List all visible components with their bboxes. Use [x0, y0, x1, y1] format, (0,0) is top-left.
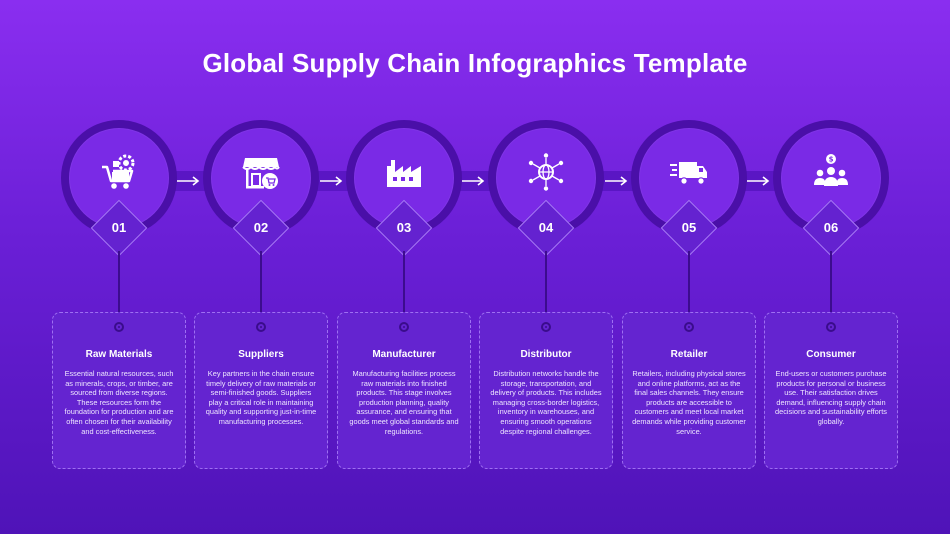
step-manufacturer: 03 [346, 120, 462, 480]
card-title: Manufacturer [372, 349, 436, 360]
card-raw-materials: Raw Materials Essential natural resource… [52, 312, 186, 469]
connector-line [830, 251, 832, 321]
arrow-right-icon [320, 176, 343, 186]
card-description: Manufacturing facilities process raw mat… [349, 369, 459, 436]
card-description: Key partners in the chain ensure timely … [205, 369, 317, 426]
connector-dot [399, 322, 409, 332]
connector-dot [684, 322, 694, 332]
step-retailer: 05 [631, 120, 747, 480]
connector-dot [114, 322, 124, 332]
connector-line [118, 251, 120, 321]
consumer-group-icon: $ [814, 154, 848, 186]
connector-dot [256, 322, 266, 332]
arrow-right-icon [177, 176, 200, 186]
card-title: Raw Materials [85, 349, 153, 360]
arrow-right-icon [462, 176, 485, 186]
card-title: Distributor [520, 349, 572, 360]
page-title: Global Supply Chain Infographics Templat… [202, 48, 748, 78]
global-network-icon [528, 153, 564, 191]
connector-line [545, 251, 547, 321]
storefront-cart-icon [242, 158, 280, 189]
delivery-truck-icon [670, 162, 707, 185]
step-number: 06 [823, 220, 839, 235]
card-description: Essential natural resources, such as min… [64, 369, 174, 436]
connector-line [688, 251, 690, 321]
connector-line [403, 251, 405, 321]
arrow-right-icon [747, 176, 770, 186]
card-distributor: Distributor Distribution networks handle… [479, 312, 613, 469]
card-description: Retailers, including physical stores and… [632, 369, 746, 436]
svg-text:$: $ [829, 156, 834, 164]
card-retailer: Retailer Retailers, including physical s… [622, 312, 756, 469]
step-number: 05 [681, 220, 697, 235]
step-number: 03 [396, 220, 412, 235]
connector-line [260, 251, 262, 321]
card-manufacturer: Manufacturer Manufacturing facilities pr… [337, 312, 471, 469]
connector-dot [541, 322, 551, 332]
arrow-right-icon [605, 176, 628, 186]
connector-dot [826, 322, 836, 332]
step-distributor: 04 [488, 120, 604, 480]
card-title: Suppliers [238, 349, 284, 360]
step-number: 02 [253, 220, 269, 235]
card-title: Retailer [670, 349, 708, 360]
card-title: Consumer [806, 349, 856, 360]
card-suppliers: Suppliers Key partners in the chain ensu… [194, 312, 328, 469]
step-raw-materials: 01 [61, 120, 177, 480]
step-consumer: $ 06 [773, 120, 889, 480]
step-number: 01 [111, 220, 127, 235]
step-number: 04 [538, 220, 554, 235]
card-consumer: Consumer End-users or customers purchase… [764, 312, 898, 469]
card-description: Distribution networks handle the storage… [490, 369, 602, 436]
cart-gear-icon [102, 154, 135, 189]
step-suppliers: 02 [203, 120, 319, 480]
card-description: End-users or customers purchase products… [774, 369, 888, 426]
factory-icon [387, 160, 421, 187]
